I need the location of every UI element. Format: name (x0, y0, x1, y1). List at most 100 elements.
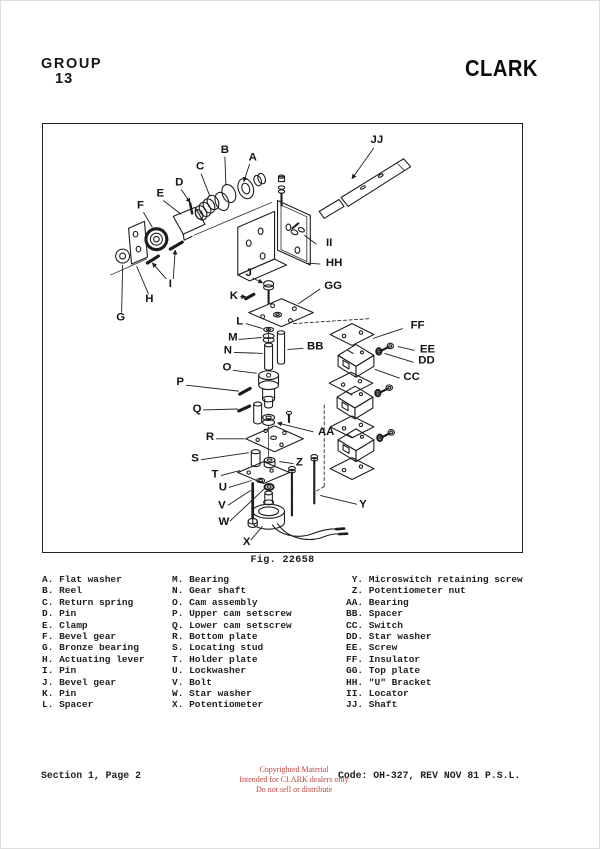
leader-line-N (233, 351, 263, 354)
figure-label-T: T (211, 469, 218, 481)
exploded-diagram: ABCDEFGHIJKLMNOPQRSTUVWXYZAABBCCDDEEFFGG… (110, 134, 435, 548)
part-entry-L: L. Spacer (42, 699, 94, 711)
part-entry-I: I. Pin (42, 665, 77, 677)
part-entry-HH: HH. "U" Bracket (346, 676, 432, 688)
part-entry-W: W. Star washer (172, 688, 252, 700)
part-entry-S: S. Locating stud (172, 642, 264, 654)
leader-line-HH (307, 262, 321, 265)
footer-code: Code: OH-327, REV NOV 81 P.S.L. (338, 770, 521, 781)
leader-line-V (227, 490, 251, 506)
leader-line-GG (298, 288, 321, 305)
figure-label-AA: AA (318, 426, 334, 438)
figure-label-L: L (236, 316, 243, 328)
leader-line-T (220, 470, 240, 476)
part-entry-Q: Q. Lower cam setscrew (172, 619, 292, 631)
leader-line-M (238, 337, 262, 340)
figure-label-C: C (196, 161, 204, 173)
switch-stack-art (328, 323, 396, 481)
figure-label-X: X (243, 536, 251, 548)
figure-label-H: H (145, 293, 153, 305)
figure-labels: ABCDEFGHIJKLMNOPQRSTUVWXYZAABBCCDDEEFFGG… (116, 134, 435, 548)
figure-label-Z: Z (296, 457, 303, 469)
leader-line-H (136, 265, 149, 294)
part-entry-U: U. Lockwasher (172, 665, 247, 677)
part-entry-J: J. Bevel gear (42, 676, 117, 688)
leader-line-B (224, 156, 227, 186)
part-entry-M: M. Bearing (172, 574, 230, 585)
part-entry-CC: CC. Switch (346, 619, 404, 631)
leader-line-JJ (351, 147, 375, 180)
part-entry-C: C. Return spring (42, 596, 134, 608)
part-entry-BB: BB. Spacer (346, 608, 404, 620)
part-entry-II: II. Locator (346, 688, 409, 700)
part-entry-N: N. Gear shaft (172, 585, 247, 597)
figure-label-EE: EE (420, 343, 436, 355)
group-number: 13 (55, 71, 74, 87)
figure-label-Y: Y (359, 498, 367, 510)
figure-label-N: N (224, 344, 232, 356)
part-entry-T: T. Holder plate (172, 653, 258, 665)
leader-line-Q (203, 408, 238, 411)
leader-line-X (250, 525, 263, 541)
leader-line-S (201, 452, 249, 461)
figure-label-GG: GG (324, 280, 342, 292)
figure-label-D: D (175, 177, 183, 189)
leader-line-O (232, 369, 257, 374)
part-entry-V: V. Bolt (172, 676, 212, 688)
part-entry-DD: DD. Star washer (346, 631, 432, 643)
part-entry-R: R. Bottom plate (172, 631, 258, 643)
figure-label-J: J (246, 267, 252, 279)
figure-label-M: M (228, 331, 238, 343)
copyright-line-2: Intended for CLARK dealers only (239, 775, 349, 785)
part-entry-P: P. Upper cam setscrew (172, 608, 292, 620)
parts-column-3: Y. Microswitch retaining screw Z. Potent… (346, 574, 523, 711)
leader-line-D (180, 189, 191, 203)
leader-line-C (200, 173, 211, 197)
part-entry-E: E. Clamp (42, 619, 88, 631)
leader-line-J (252, 277, 264, 284)
figure-label-F: F (137, 199, 144, 211)
part-entry-JJ: JJ. Shaft (346, 699, 398, 711)
group-heading: GROUP 13 (41, 57, 102, 87)
part-entry-A: A. Flat washer (42, 574, 122, 585)
part-entry-AA: AA. Bearing (346, 596, 409, 608)
leader-line-L (245, 323, 263, 329)
figure-label-E: E (157, 187, 165, 199)
bracket-art (237, 174, 311, 282)
center-stack-art (237, 280, 371, 541)
figure-label-CC: CC (403, 371, 419, 383)
leader-line-P (186, 384, 239, 392)
shaft-art (318, 158, 412, 219)
copyright-line-3: Do not sell or distribute (256, 785, 332, 795)
leader-line-W (229, 488, 265, 522)
leader-line-A (242, 163, 251, 183)
part-entry-X: X. Potentiometer (172, 699, 264, 711)
leader-line-U (228, 480, 252, 488)
part-entry-H: H. Actuating lever (42, 653, 145, 665)
figure-caption: Fig. 22658 (250, 555, 315, 566)
reel-assembly-art (110, 172, 272, 276)
leader-line-Z (279, 461, 294, 465)
figure-label-K: K (230, 290, 239, 302)
part-entry-O: O. Cam assembly (172, 596, 258, 608)
figure-label-HH: HH (326, 257, 342, 269)
part-entry-EE: EE. Screw (346, 642, 398, 654)
figure-label-A: A (249, 152, 257, 164)
figure-label-G: G (116, 312, 125, 324)
copyright-line-1: Copyrighted Material (259, 765, 329, 774)
figure-label-W: W (219, 516, 230, 528)
part-entry-B: B. Reel (42, 585, 82, 597)
clark-logo: CLARK (465, 56, 538, 82)
leader-line-Y (320, 494, 358, 505)
leader-line-F (143, 212, 153, 228)
figure-label-V: V (218, 499, 226, 511)
figure-label-S: S (191, 453, 199, 465)
leader-line-BB (287, 347, 304, 350)
part-entry-K: K. Pin (42, 688, 77, 700)
figure-label-JJ: JJ (370, 134, 383, 146)
